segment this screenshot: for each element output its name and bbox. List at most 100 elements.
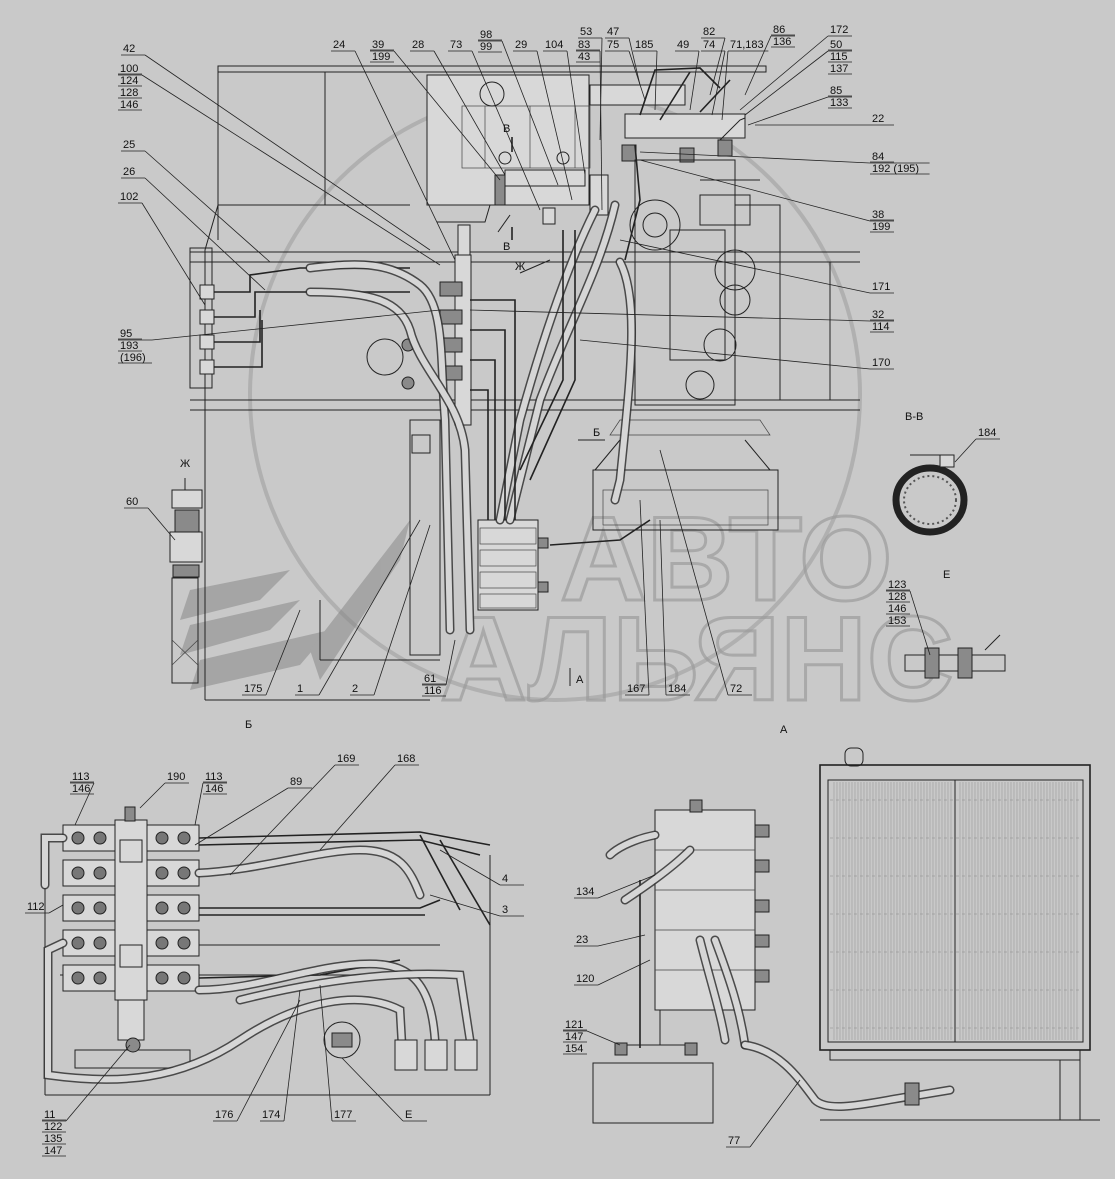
callout-number: 112 [27, 901, 45, 913]
callout-172: 172 [739, 24, 852, 111]
callout-number: 1 [297, 683, 303, 695]
callout-number: 167 [627, 683, 645, 695]
view-a-main [189, 65, 860, 701]
callout-number: 47 [607, 26, 619, 38]
view-mark-v-mid: В [503, 241, 510, 253]
callout-3: 3 [429, 894, 524, 917]
callout-number: 61 [424, 673, 436, 685]
view-a-title: А [780, 724, 788, 736]
callout-number: 49 [677, 39, 689, 51]
callout-184: 184 [659, 519, 690, 696]
view-marks: В В Ж Б А [503, 123, 605, 686]
callout-number: 147 [565, 1031, 583, 1043]
callout-number: 134 [576, 886, 594, 898]
callout-175: 175 [242, 609, 301, 696]
callout-170: 170 [579, 339, 894, 370]
callout-number: 123 [888, 579, 906, 591]
callout-42: 42 [121, 43, 431, 251]
callout-29: 29 [513, 39, 573, 201]
view-b-title: Б [245, 719, 252, 731]
callout-number: 128 [120, 87, 138, 99]
callout-number: 3 [502, 904, 508, 916]
callout-number: 32 [872, 309, 884, 321]
callout-number: 113 [205, 771, 223, 783]
callout-number: 190 [167, 771, 185, 783]
view-mark-v-top: В [503, 123, 510, 135]
callout-112: 112 [25, 901, 64, 914]
callout-number: 29 [515, 39, 527, 51]
callout-number: 77 [728, 1135, 740, 1147]
callout-number: 113 [72, 771, 90, 783]
callout-number: 24 [333, 39, 345, 51]
callout-167: 167 [625, 499, 650, 696]
callout-number: 11 [44, 1109, 55, 1121]
callout-number: 193 [120, 340, 138, 352]
callout-24: 24 [331, 39, 456, 261]
callout-number: 135 [44, 1133, 62, 1145]
view-b [40, 806, 491, 1096]
callout-number: 75 [607, 39, 619, 51]
callout-number: 102 [120, 191, 138, 203]
callout-number: 38 [872, 209, 884, 221]
callout-number: 39 [372, 39, 384, 51]
callout-number: 185 [635, 39, 653, 51]
callout-number: 53 [580, 26, 592, 38]
callout-number: 2 [352, 683, 358, 695]
callout-176: 176 [213, 999, 301, 1122]
callout-82: 82 [701, 26, 726, 96]
callout-number: 60 [126, 496, 138, 508]
callout-number: 99 [480, 41, 492, 53]
callout-number: 146 [120, 99, 138, 111]
callout-74: 74 [701, 39, 726, 116]
callout-number: 23 [576, 934, 588, 946]
callout-number: 22 [872, 113, 884, 125]
callout-number: 137 [830, 63, 848, 75]
callout-number: 124 [120, 75, 138, 87]
view-zh-title: Ж [180, 458, 190, 470]
callout-23: 23 [574, 934, 646, 947]
callout-60: 60 [124, 496, 176, 541]
view-e: Е [904, 569, 1006, 679]
callout-number: 84 [872, 151, 884, 163]
callout-number: 83 [578, 39, 590, 51]
callout-number: 170 [872, 357, 890, 369]
callout-89: 89 [194, 776, 312, 846]
callout-number: 199 [372, 51, 390, 63]
callout-number: 128 [888, 591, 906, 603]
callout-number: 104 [545, 39, 563, 51]
callout-number: 176 [215, 1109, 233, 1121]
callout-28: 28 [410, 39, 506, 176]
callout-184vv: 184 [954, 427, 1000, 463]
callout-171: 171 [619, 239, 894, 294]
callout-number: 114 [872, 321, 890, 333]
callout-169: 169 [229, 753, 359, 876]
callout-number: (196) [120, 352, 146, 364]
callout-number: Е [405, 1109, 412, 1121]
callout-177: 177 [319, 984, 356, 1122]
callout-73: 73 [448, 39, 541, 211]
callout-number: 172 [830, 24, 848, 36]
view-mark-b: Б [593, 427, 600, 439]
callout-104: 104 [543, 39, 586, 176]
callout-number: 115 [830, 51, 848, 63]
callout-number: 100 [120, 63, 138, 75]
callout-number: 121 [565, 1019, 583, 1031]
callout-75: 75 [605, 39, 646, 101]
callout-E: Е [341, 1057, 427, 1122]
callout-number: 169 [337, 753, 355, 765]
callout-number: 146 [72, 783, 90, 795]
callout-number: 153 [888, 615, 906, 627]
callout-number: 171 [872, 281, 890, 293]
